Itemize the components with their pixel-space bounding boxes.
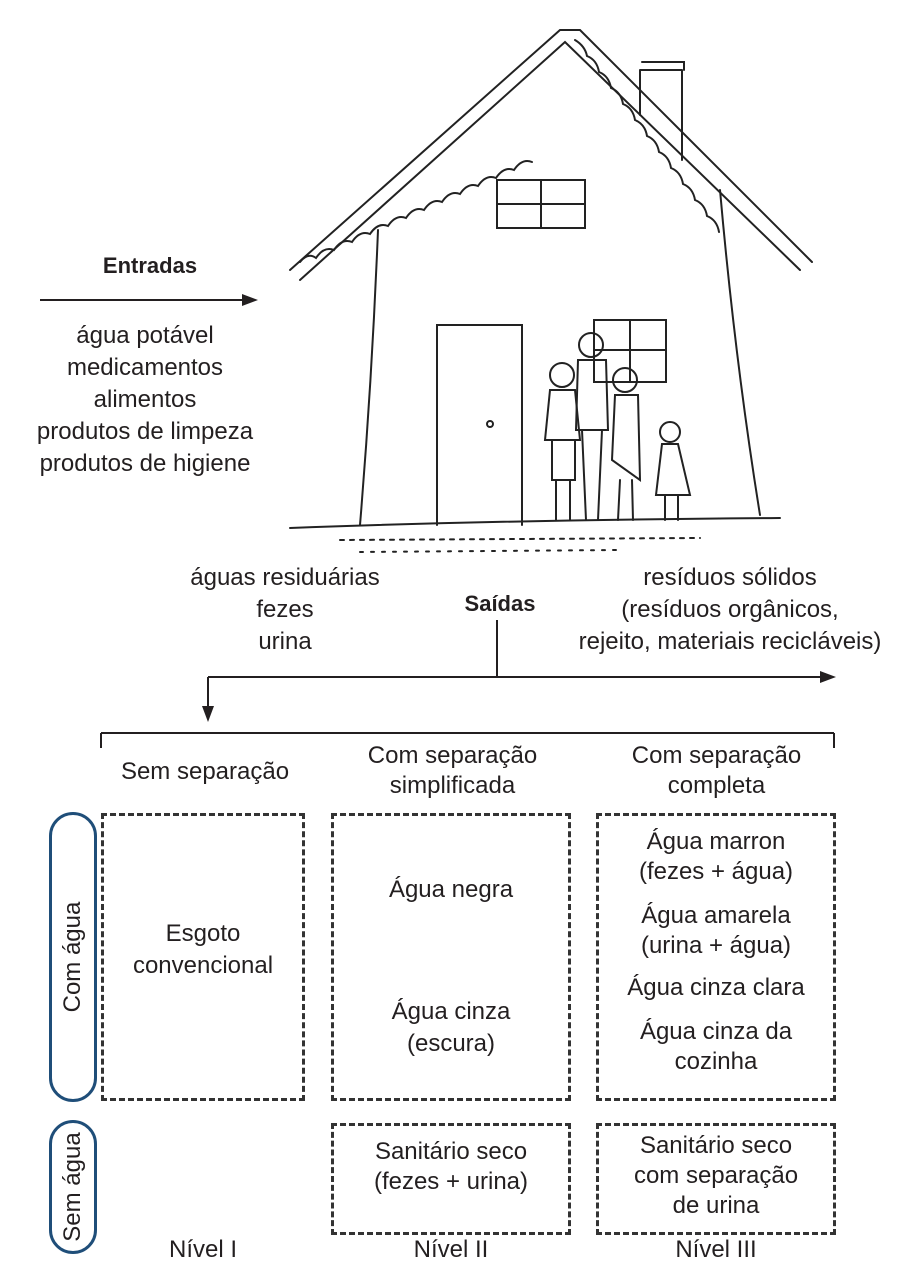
outputs-right-item: resíduos sólidos — [643, 564, 817, 591]
cell-text: de urina — [672, 1192, 760, 1219]
cell-text: (urina + água) — [640, 932, 792, 959]
outputs-right-item: rejeito, materiais recicláveis) — [578, 628, 882, 655]
cell-text: Água cinza da — [639, 1018, 793, 1045]
level-label: Nível III — [675, 1236, 757, 1263]
outputs-left-item: águas residuárias — [190, 564, 380, 591]
inputs-item: alimentos — [93, 386, 197, 413]
inputs-item: produtos de limpeza — [36, 418, 254, 445]
row-label-without-water-text: Sem água — [59, 1132, 86, 1242]
column-header: Com separação — [367, 742, 538, 769]
cell-text: cozinha — [674, 1048, 758, 1075]
cell-text: Água negra — [388, 876, 514, 903]
cell-level2-without-water — [331, 1123, 571, 1235]
cell-text: convencional — [132, 952, 274, 979]
inputs-item: medicamentos — [66, 354, 224, 381]
level-label: Nível I — [168, 1236, 237, 1263]
cell-text: Esgoto — [165, 920, 241, 947]
outputs-heading: Saídas — [464, 591, 536, 616]
cell-text: Água cinza — [391, 998, 511, 1025]
inputs-item: produtos de higiene — [39, 450, 251, 477]
outputs-left-item: fezes — [256, 596, 314, 623]
cell-level3-with-water — [596, 813, 836, 1101]
column-header: Sem separação — [120, 758, 290, 785]
cell-level3-without-water — [596, 1123, 836, 1235]
column-header: Com separação — [631, 742, 802, 769]
cell-text: Água cinza clara — [627, 974, 805, 1001]
cell-text: Sanitário seco — [374, 1138, 528, 1165]
cell-level2-with-water — [331, 813, 571, 1101]
cell-text: (escura) — [406, 1030, 496, 1057]
cell-level1-with-water — [101, 813, 305, 1101]
cell-text: Água amarela — [641, 902, 791, 929]
row-label-without-water — [49, 1120, 97, 1254]
cell-text: Água marron — [646, 828, 786, 855]
cell-text: com separação — [633, 1162, 799, 1189]
cell-text: (fezes + urina) — [373, 1168, 529, 1195]
outputs-left-item: urina — [258, 628, 312, 655]
row-label-with-water — [49, 812, 97, 1102]
outputs-right-item: (resíduos orgânicos, — [621, 596, 839, 623]
cell-text: (fezes + água) — [638, 858, 794, 885]
row-label-with-water-text: Com água — [59, 901, 86, 1013]
inputs-heading: Entradas — [102, 253, 198, 278]
cell-text: Sanitário seco — [639, 1132, 793, 1159]
column-header: simplificada — [389, 772, 516, 799]
level-label: Nível II — [413, 1236, 489, 1263]
column-header: completa — [667, 772, 766, 799]
inputs-item: água potável — [76, 322, 214, 349]
